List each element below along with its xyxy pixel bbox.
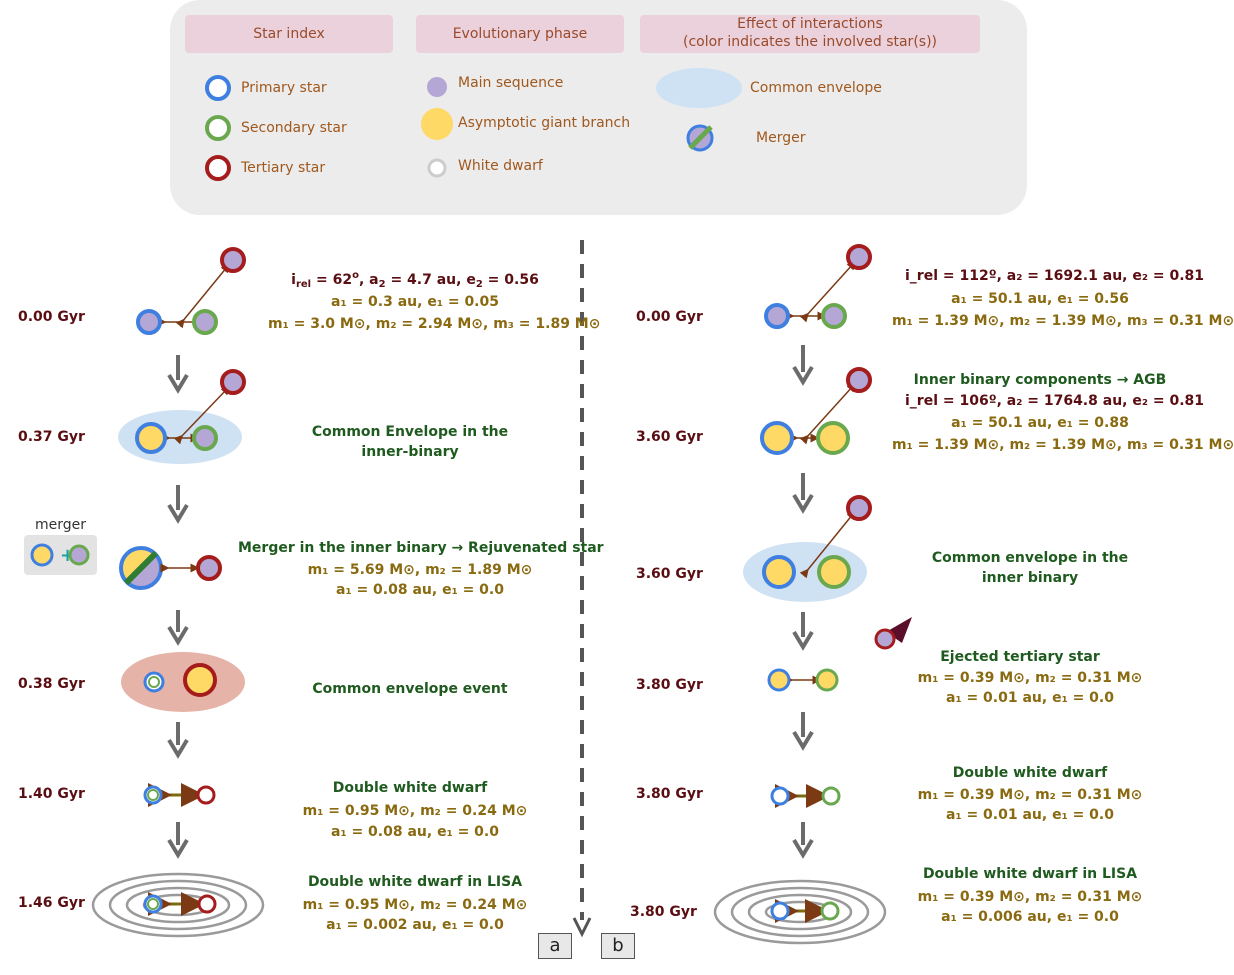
left-row2-masses: m₁ = 5.69 M⊙, m₂ = 1.89 M⊙ [307,562,533,578]
right-row3-orbit: a₁ = 0.01 au, e₁ = 0.0 [946,690,1114,706]
panel-label-a: a [538,933,572,959]
right-time-5: 3.80 Gyr [630,904,697,920]
primary-star-icon [205,75,231,101]
legend-primary-label: Primary star [241,80,327,96]
left-row4-masses: m₁ = 0.95 M⊙, m₂ = 0.24 M⊙ [302,803,528,819]
right-row4-system [770,784,841,808]
left-arrow-3-head [167,625,189,646]
white-dwarf-icon [427,158,447,178]
star-index-header-box [185,15,393,53]
right-row0-system [764,244,872,329]
right-row1-masses: m₁ = 1.39 M⊙, m₂ = 1.39 M⊙, m₃ = 0.31 M⊙ [892,437,1234,453]
left-row1-line2: inner-binary [361,444,459,460]
left-row0-orbit-params: irel = 62o, a2 = 4.7 au, e2 = 0.56 [291,270,539,290]
right-row5-masses: m₁ = 0.39 M⊙, m₂ = 0.31 M⊙ [917,889,1143,905]
legend-secondary-label: Secondary star [241,120,347,136]
right-row2-line2: inner binary [981,570,1079,586]
common-envelope-icon [656,68,742,108]
phase-header: Evolutionary phase [452,26,588,42]
right-time-2: 3.60 Gyr [636,566,703,582]
legend-white-dwarf-label: White dwarf [458,158,543,174]
right-row3-masses: m₁ = 0.39 M⊙, m₂ = 0.31 M⊙ [917,670,1143,686]
right-time-4: 3.80 Gyr [636,786,703,802]
left-time-5: 1.46 Gyr [18,895,85,911]
right-row2-line1: Common envelope in the [931,550,1129,566]
right-arrow-3-head [792,630,814,651]
left-row4-orbit: a₁ = 0.08 au, e₁ = 0.0 [331,824,499,840]
left-row4-line1: Double white dwarf [332,780,488,796]
right-row3-system [767,668,839,692]
legend-main-sequence-label: Main sequence [458,75,564,91]
ejected-tertiary-icon [874,617,912,650]
agb-icon [421,108,453,140]
left-row5-masses: m₁ = 0.95 M⊙, m₂ = 0.24 M⊙ [302,897,528,913]
right-row4-orbit: a₁ = 0.01 au, e₁ = 0.0 [946,807,1114,823]
left-time-3: 0.38 Gyr [18,676,85,692]
legend-common-envelope-label: Common envelope [750,80,882,96]
right-arrow-4-head [792,730,814,751]
diagram-canvas: + [24,0,1027,945]
merger-icon [686,124,714,152]
effect-header-line1: Effect of interactions [737,16,883,32]
right-row1-inner-orbit: a₁ = 50.1 au, e₁ = 0.88 [951,415,1129,431]
left-row1-system [118,369,246,464]
divider-arrowhead [572,917,592,938]
right-arrow-1-head [792,365,814,386]
left-row0-system [136,247,246,335]
right-row1-agb: Inner binary components → AGB [913,372,1167,388]
right-row4-line1: Double white dwarf [952,765,1108,781]
star-index-header: Star index [253,26,325,42]
effect-header-line2: (color indicates the involved star(s)) [682,34,937,50]
right-row2-system [743,495,872,602]
left-row4-system [143,783,216,807]
evolution-diagram: + [18,0,1234,959]
left-arrow-2-head [167,503,189,524]
left-time-1: 0.37 Gyr [18,429,85,445]
right-time-3: 3.80 Gyr [636,677,703,693]
legend-panel [170,0,1027,215]
right-row5-line1: Double white dwarf in LISA [922,866,1138,882]
right-row5-orbit: a₁ = 0.006 au, e₁ = 0.0 [941,909,1119,925]
left-time-0: 0.00 Gyr [18,309,85,325]
right-arrow-2-head [792,493,814,514]
merger-inset-label: merger [35,517,87,533]
phase-header-box [416,15,624,53]
right-row3-line1: Ejected tertiary star [940,649,1100,665]
legend-agb-label: Asymptotic giant branch [458,115,631,131]
left-row3-system [121,652,245,712]
secondary-star-icon [205,115,231,141]
right-time-0: 0.00 Gyr [636,309,703,325]
left-arrow-5-head [167,838,189,859]
right-row0-masses: m₁ = 1.39 M⊙, m₂ = 1.39 M⊙, m₃ = 0.31 M⊙ [892,313,1234,329]
merger-inset-secondary [68,544,90,566]
left-row2-system [119,546,222,590]
left-row5-line1: Double white dwarf in LISA [307,874,523,890]
left-row0-inner-orbit: a₁ = 0.3 au, e₁ = 0.05 [331,294,499,310]
merger-inset-primary [30,543,54,567]
main-sequence-icon [427,77,447,97]
left-row5-system [91,872,265,938]
left-time-4: 1.40 Gyr [18,786,85,802]
right-row1-system [760,367,872,455]
effect-header-box [640,15,980,53]
right-row0-inner-orbit: a₁ = 50.1 au, e₁ = 0.56 [951,291,1129,307]
left-row3-line1: Common envelope event [312,681,508,697]
left-row0-masses: m₁ = 3.0 M⊙, m₂ = 2.94 M⊙, m₃ = 1.89 M⊙ [268,316,601,332]
right-row0-orbit-params: i_rel = 112º, a₂ = 1692.1 au, e₂ = 0.81 [905,268,1204,284]
right-time-1: 3.60 Gyr [636,429,703,445]
left-row2-orbit: a₁ = 0.08 au, e₁ = 0.0 [336,582,504,598]
right-row4-masses: m₁ = 0.39 M⊙, m₂ = 0.31 M⊙ [917,787,1143,803]
tertiary-star-icon [205,155,231,181]
right-arrow-5-head [792,838,814,859]
legend-merger-label: Merger [756,130,806,146]
left-arrow-4-head [167,738,189,759]
left-row2-line1: Merger in the inner binary → Rejuvenated… [238,540,604,556]
right-row1-orbit-params: i_rel = 106º, a₂ = 1764.8 au, e₂ = 0.81 [905,393,1204,409]
right-row5-system [713,879,887,945]
left-row5-orbit: a₁ = 0.002 au, e₁ = 0.0 [326,917,504,933]
left-row1-line1: Common Envelope in the [311,424,509,440]
legend-tertiary-label: Tertiary star [241,160,326,176]
panel-label-b: b [601,933,635,959]
